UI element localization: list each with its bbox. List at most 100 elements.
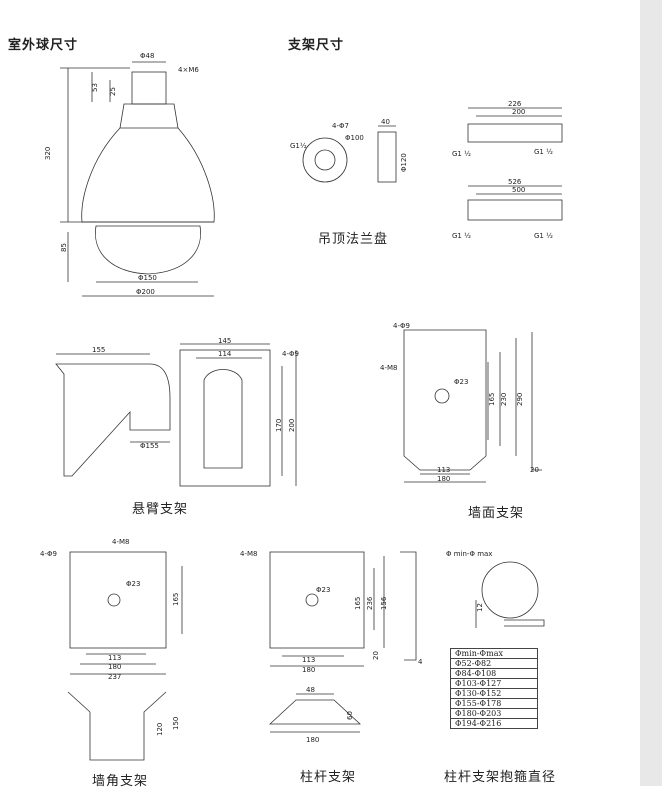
wall-plate: [403, 329, 487, 471]
pole-phi23: Φ23: [316, 586, 330, 594]
pole-bracket-caption: 柱杆支架: [300, 770, 357, 785]
arm-w114: 114: [218, 350, 232, 358]
wall-w113: 113: [437, 466, 450, 474]
pole-w48: 48: [306, 686, 315, 694]
dome-d150: Φ150: [138, 274, 157, 282]
pole-side: [400, 551, 417, 661]
pole-t4: 4: [418, 658, 423, 666]
pole-h60: 60: [346, 711, 354, 720]
ceilbar-l500: 500: [512, 186, 525, 194]
corner-w180: 180: [108, 663, 121, 671]
pole-center-hole: [305, 593, 319, 607]
corner-h165: 165: [172, 593, 180, 606]
wall-h230: 230: [500, 393, 508, 406]
pole-h165: 165: [354, 597, 362, 610]
arm-w145: 145: [218, 337, 231, 345]
arm-w155: 155: [92, 346, 105, 354]
corner-phi23: Φ23: [126, 580, 140, 588]
arm-plate: [179, 349, 271, 487]
arm-arch: [203, 369, 243, 469]
corner-phi9: 4-Φ9: [40, 550, 57, 558]
wall-bracket-caption: 墙面支架: [468, 506, 525, 521]
clamp-label: Φ min-Φ max: [446, 550, 492, 558]
corner-m8: 4-M8: [112, 538, 129, 546]
ceilbar-l526: 526: [508, 178, 522, 186]
dome-h25: 25: [109, 87, 117, 96]
dome-h53: 53: [91, 83, 99, 92]
wall-h165: 165: [488, 393, 496, 406]
ceilbar-g1-left-2: G1 ½: [452, 232, 471, 240]
wall-center-hole: [434, 388, 450, 404]
corner-center-hole: [107, 593, 121, 607]
ceilbar-l200: 200: [512, 108, 525, 116]
dome-m6: 4×M6: [178, 66, 199, 74]
table-row: Φ84-Φ108: [450, 668, 538, 679]
pole-h156: 156: [380, 596, 388, 610]
flange-disc: [302, 137, 348, 183]
arm-phi9: 4-Φ9: [282, 350, 299, 358]
dome-h320: 320: [44, 147, 52, 160]
corner-h120: 120: [156, 723, 164, 736]
arm-h170: 170: [275, 419, 283, 432]
flange-phi7: 4-Φ7: [332, 122, 349, 130]
ceiling-bar-short: [467, 123, 563, 143]
corner-bracket-caption: 墙角支架: [92, 774, 149, 789]
arm-body: [55, 363, 171, 477]
outdoor-dome-title: 室外球尺寸: [8, 38, 79, 53]
ceilbar-l226: 226: [508, 100, 522, 108]
arm-h200: 200: [288, 419, 296, 432]
pole-t20: 20: [372, 651, 380, 660]
pole-m8: 4-M8: [240, 550, 257, 558]
dome-d200: Φ200: [136, 288, 155, 296]
clamp-band: [504, 619, 545, 627]
pole-w113: 113: [302, 656, 315, 664]
ceiling-flange-caption: 吊顶法兰盘: [318, 232, 389, 247]
pole-clamp-caption: 柱杆支架抱箍直径: [444, 770, 557, 785]
corner-w237: 237: [108, 673, 121, 681]
ceiling-bar-long: [467, 199, 563, 221]
wall-t20: 20: [530, 466, 539, 474]
ceilbar-g1-left: G1 ½: [452, 150, 471, 158]
table-row: Φ130-Φ152: [450, 688, 538, 699]
corner-h150: 150: [172, 717, 180, 730]
flange-side: [377, 131, 397, 183]
table-row: Φ103-Φ127: [450, 678, 538, 689]
bracket-title: 支架尺寸: [288, 38, 345, 53]
pole-h236: 236: [366, 596, 374, 610]
ceilbar-g1-right-2: G1 ½: [534, 232, 553, 240]
flange-g1: G1½: [290, 142, 307, 150]
wall-h290: 290: [516, 393, 524, 406]
ceilbar-g1-right: G1 ½: [534, 148, 553, 156]
pole-plate: [269, 551, 365, 649]
clamp-diameter-table: Φmin-Φmax Φ52-Φ82 Φ84-Φ108 Φ103-Φ127 Φ13…: [450, 648, 538, 729]
clamp-h12: 12: [476, 603, 484, 612]
arm-bracket-caption: 悬臂支架: [132, 502, 189, 517]
pole-w180: 180: [302, 666, 315, 674]
table-row: Φ180-Φ203: [450, 708, 538, 719]
wall-side: [531, 332, 542, 471]
scrollbar-track[interactable]: [640, 0, 662, 786]
dome-d48: Φ48: [140, 52, 154, 60]
corner-w113: 113: [108, 654, 121, 662]
flange-phi120: Φ120: [400, 153, 408, 172]
table-row: Φ194-Φ216: [450, 718, 538, 729]
arm-d155: Φ155: [140, 442, 159, 450]
wall-phi9: 4-Φ9: [393, 322, 410, 330]
pole-b180: 180: [306, 736, 319, 744]
table-row: Φ52-Φ82: [450, 658, 538, 669]
dome-glass: [95, 225, 201, 275]
flange-w40: 40: [381, 118, 390, 126]
pole-saddle: [268, 699, 362, 725]
wall-w180: 180: [437, 475, 450, 483]
clamp-ring: [481, 561, 539, 619]
dome-h85: 85: [60, 243, 68, 252]
table-row: Φ155-Φ178: [450, 698, 538, 709]
